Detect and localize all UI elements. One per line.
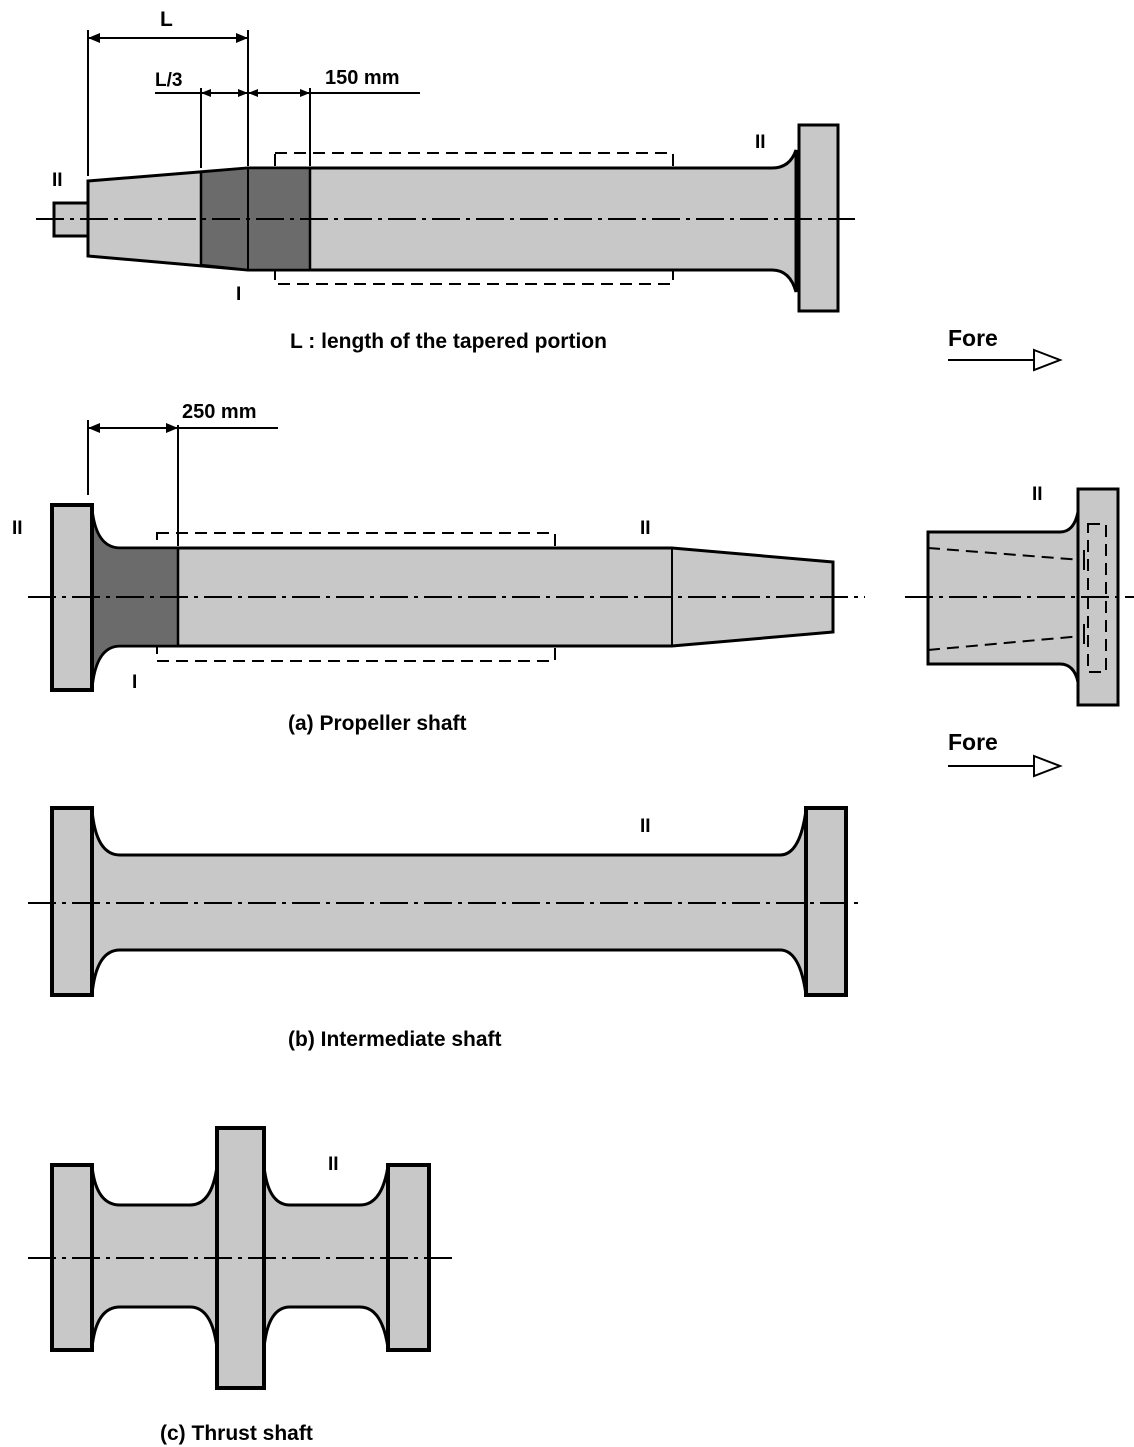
caption-L-definition: L : length of the tapered portion — [290, 330, 607, 353]
fore-arrow: Fore — [948, 729, 1063, 778]
label-zone-I: I — [236, 284, 241, 305]
propeller-shaft-taper-view: L L/3 150 mm II II I L : length of the t… — [36, 8, 855, 353]
zone-I-region — [90, 508, 180, 689]
caption-thrust-shaft: (c) Thrust shaft — [160, 1422, 313, 1445]
label-zone-II: II — [640, 518, 651, 539]
shaft-body — [90, 1165, 219, 1349]
label-150mm: 150 mm — [325, 67, 400, 89]
shaft-body — [86, 149, 798, 293]
label-zone-II: II — [52, 170, 63, 191]
caption-intermediate-shaft: (b) Intermediate shaft — [288, 1028, 502, 1051]
label-zone-II: II — [755, 132, 766, 153]
propeller-shaft-flange-view: 250 mm II II I (a) Propeller shaft — [12, 401, 865, 735]
label-fore: Fore — [948, 729, 998, 755]
label-fore: Fore — [948, 325, 998, 351]
shaft-flange — [50, 806, 94, 997]
intermediate-shaft: II (b) Intermediate shaft — [28, 806, 860, 1051]
label-zone-II: II — [640, 816, 651, 837]
caption-propeller-shaft: (a) Propeller shaft — [288, 712, 467, 735]
coupling-detail-view: II — [905, 484, 1134, 707]
label-zone-II: II — [1032, 484, 1043, 505]
coupling-taper-dashed — [927, 547, 1083, 651]
label-zone-I: I — [132, 672, 137, 693]
label-L: L — [160, 8, 173, 31]
label-L3: L/3 — [155, 70, 182, 91]
thrust-shaft: II (c) Thrust shaft — [28, 1126, 458, 1445]
label-250mm: 250 mm — [182, 401, 257, 423]
label-zone-II: II — [328, 1154, 339, 1175]
fore-arrow: Fore — [948, 325, 1063, 372]
shaft-flange — [804, 806, 848, 997]
label-zone-II: II — [12, 518, 23, 539]
